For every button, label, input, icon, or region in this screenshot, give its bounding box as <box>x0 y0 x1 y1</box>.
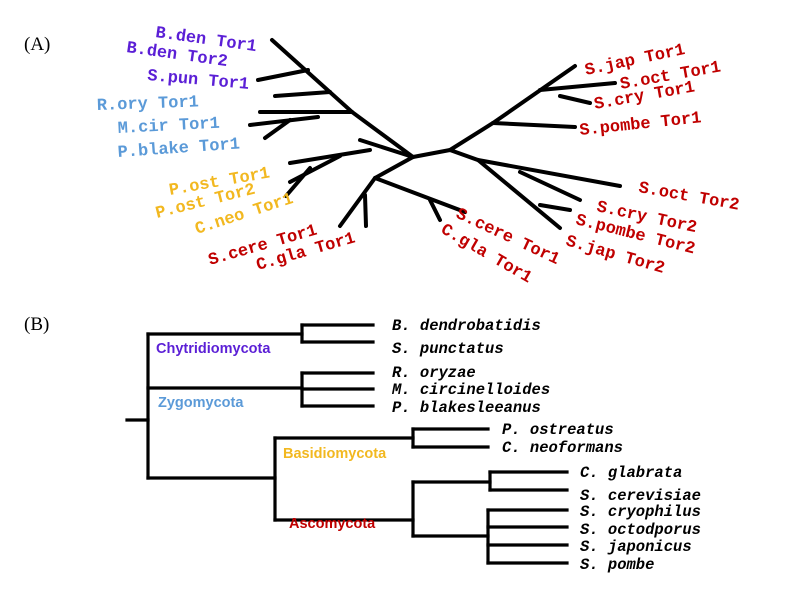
species-label: S. cryophilus <box>580 503 701 521</box>
clade-label-ascomycota: Ascomycota <box>289 516 376 532</box>
tree-a-branch <box>363 193 368 228</box>
species-label: S. octodporus <box>580 521 701 539</box>
tree-a-branch <box>476 158 562 230</box>
leaf-label-mcir-tor1: M.cir Tor1 <box>117 115 220 139</box>
tree-a-branch <box>270 38 415 159</box>
species-label: S. japonicus <box>580 538 692 556</box>
panel-b-species-labels: B. dendrobatidis S. punctatus R. oryzae … <box>391 317 701 574</box>
species-label: R. oryzae <box>392 364 476 382</box>
tree-a-branch <box>538 81 617 92</box>
species-label: P. ostreatus <box>502 421 614 439</box>
tree-a-branch <box>256 68 310 82</box>
leaf-label-pblake-tor1: P.blake Tor1 <box>117 135 240 162</box>
tree-a-branch <box>263 118 292 140</box>
clade-label-zygomycota: Zygomycota <box>158 395 244 411</box>
tree-a-branch <box>491 121 577 129</box>
species-label: S. cerevisiae <box>580 487 701 505</box>
tree-a-branch <box>448 64 577 152</box>
species-label: C. neoformans <box>502 439 623 457</box>
panel-a-tree <box>248 38 622 230</box>
panel-b-tree <box>125 323 569 565</box>
tree-a-branch <box>288 154 342 184</box>
species-label: M. circinelloides <box>391 381 550 399</box>
species-label: P. blakesleeanus <box>392 399 541 417</box>
panel-b-label: (B) <box>24 314 49 335</box>
tree-a-branch <box>273 90 332 98</box>
tree-a-branch <box>284 166 312 198</box>
tree-a-branch <box>288 148 372 165</box>
tree-a-branch <box>538 203 572 212</box>
tree-a-branch <box>558 94 592 105</box>
species-label: S. punctatus <box>392 340 504 358</box>
tree-a-branch <box>358 138 415 159</box>
clade-label-chytridiomycota: Chytridiomycota <box>156 341 271 357</box>
tree-a-branch <box>518 170 582 202</box>
leaf-label-rory-tor1: R.ory Tor1 <box>97 93 200 116</box>
tree-a-branch <box>428 198 442 222</box>
panel-b-clade-labels: Chytridiomycota Zygomycota Basidiomycota… <box>156 341 387 532</box>
tree-a-center-branch <box>411 148 452 159</box>
leaf-label-spun-tor1: S.pun Tor1 <box>146 67 249 95</box>
clade-label-basidiomycota: Basidiomycota <box>283 446 387 462</box>
panel-a-label: (A) <box>24 34 50 55</box>
species-label: C. glabrata <box>580 464 682 482</box>
species-label: B. dendrobatidis <box>392 317 541 335</box>
tree-a-branch <box>373 176 467 214</box>
tree-a-branch <box>248 115 320 127</box>
tree-a-branch <box>338 155 415 228</box>
species-label: S. pombe <box>580 556 654 574</box>
